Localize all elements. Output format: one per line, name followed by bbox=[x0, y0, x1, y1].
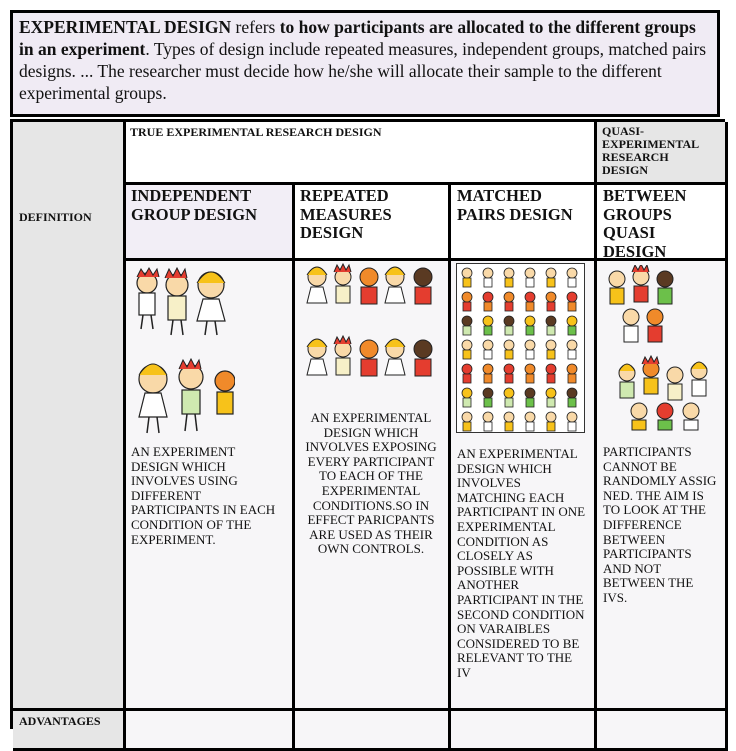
matched-child-figure bbox=[461, 267, 473, 288]
definition-cell-between: PARTICIPANTS CANNOT BE RANDOMLY ASSIG NE… bbox=[597, 261, 728, 711]
children-groups-illustration bbox=[605, 265, 717, 433]
matched-child-figure bbox=[461, 411, 473, 432]
same-children-repeated-illustration bbox=[303, 263, 439, 398]
column-title-matched: MATCHED PAIRS DESIGN bbox=[457, 186, 573, 224]
row-label-advantages: ADVANTAGES bbox=[19, 714, 101, 728]
matched-child-figure bbox=[461, 291, 473, 312]
kids-row-top bbox=[136, 266, 226, 336]
kids-row-bottom bbox=[138, 357, 235, 434]
row-label-advantages-cell: ADVANTAGES bbox=[13, 711, 126, 751]
matched-child-figure bbox=[482, 339, 494, 360]
definition-cell-repeated: AN EXPERIMENTAL DESIGN WHICH INVOLVES EX… bbox=[295, 261, 451, 711]
matched-child-figure bbox=[482, 387, 494, 408]
kids-repeat-group-1 bbox=[306, 263, 433, 305]
matched-child-figure bbox=[566, 267, 578, 288]
matched-child-figure bbox=[545, 315, 557, 336]
quasi-experimental-header: QUASI-EXPERIMENTAL RESEARCH DESIGN bbox=[602, 124, 699, 177]
column-title-cell-between: BETWEEN GROUPS QUASI DESIGN bbox=[597, 185, 728, 261]
intro-bold-definition: to how participants are allocated to the… bbox=[19, 17, 696, 59]
definition-text-between: PARTICIPANTS CANNOT BE RANDOMLY ASSIG NE… bbox=[603, 444, 717, 605]
row-label-definition-cell: DEFINITION bbox=[13, 122, 126, 711]
definition-cell-matched: AN EXPERIMENTAL DESIGN WHICH INVOLVES MA… bbox=[451, 261, 597, 711]
intro-term: EXPERIMENTAL DESIGN bbox=[19, 17, 232, 37]
kids-repeat-group-2 bbox=[306, 334, 433, 377]
matched-child-figure bbox=[545, 363, 557, 384]
matched-child-figure bbox=[482, 267, 494, 288]
matched-child-figure bbox=[524, 363, 536, 384]
matched-child-figure bbox=[566, 411, 578, 432]
matched-child-figure bbox=[503, 339, 515, 360]
definition-text-independent: AN EXPERIMENT DESIGN WHICH INVOLVES USIN… bbox=[131, 444, 276, 547]
kids-group-top bbox=[608, 265, 674, 343]
matched-child-figure bbox=[545, 411, 557, 432]
advantages-cell-repeated bbox=[295, 711, 451, 751]
column-title-between: BETWEEN GROUPS QUASI DESIGN bbox=[603, 186, 687, 261]
column-title-cell-independent: INDEPENDENT GROUP DESIGN bbox=[126, 185, 295, 261]
true-experimental-header-cell: TRUE EXPERIMENTAL RESEARCH DESIGN bbox=[126, 122, 597, 185]
advantages-cell-independent bbox=[126, 711, 295, 751]
matched-child-figure bbox=[524, 411, 536, 432]
matched-child-figure bbox=[482, 411, 494, 432]
matched-children-grid-illustration bbox=[456, 263, 585, 433]
matched-child-figure bbox=[482, 315, 494, 336]
matched-child-figure bbox=[566, 291, 578, 312]
matched-child-figure bbox=[524, 315, 536, 336]
advantages-cell-matched bbox=[451, 711, 597, 751]
design-table: DEFINITION TRUE EXPERIMENTAL RESEARCH DE… bbox=[10, 119, 728, 751]
matched-child-figure bbox=[524, 387, 536, 408]
intro-refers: refers bbox=[231, 17, 280, 37]
column-title-cell-repeated: REPEATED MEASURES DESIGN bbox=[295, 185, 451, 261]
matched-child-figure bbox=[503, 315, 515, 336]
matched-child-figure bbox=[461, 387, 473, 408]
children-holding-hands-illustration bbox=[131, 263, 235, 443]
matched-child-figure bbox=[482, 291, 494, 312]
matched-child-figure bbox=[545, 267, 557, 288]
matched-child-figure bbox=[545, 387, 557, 408]
matched-child-figure bbox=[566, 339, 578, 360]
column-title-repeated: REPEATED MEASURES DESIGN bbox=[300, 186, 392, 242]
column-title-independent: INDEPENDENT GROUP DESIGN bbox=[131, 186, 258, 224]
intro-rest: . Types of design include repeated measu… bbox=[19, 39, 707, 103]
matched-child-figure bbox=[482, 363, 494, 384]
matched-child-figure bbox=[545, 339, 557, 360]
column-title-cell-matched: MATCHED PAIRS DESIGN bbox=[451, 185, 597, 261]
matched-child-figure bbox=[461, 363, 473, 384]
row-label-definition: DEFINITION bbox=[19, 210, 92, 224]
definition-text-repeated: AN EXPERIMENTAL DESIGN WHICH INVOLVES EX… bbox=[305, 410, 437, 557]
definition-cell-independent: AN EXPERIMENT DESIGN WHICH INVOLVES USIN… bbox=[126, 261, 295, 711]
intro-paragraph: EXPERIMENTAL DESIGN refers to how partic… bbox=[10, 10, 720, 117]
matched-child-figure bbox=[524, 291, 536, 312]
matched-child-figure bbox=[503, 411, 515, 432]
matched-child-figure bbox=[524, 267, 536, 288]
quasi-experimental-header-cell: QUASI-EXPERIMENTAL RESEARCH DESIGN bbox=[597, 122, 728, 185]
advantages-cell-between bbox=[597, 711, 728, 751]
true-experimental-header: TRUE EXPERIMENTAL RESEARCH DESIGN bbox=[130, 125, 382, 139]
matched-child-figure bbox=[503, 363, 515, 384]
kids-group-bottom bbox=[618, 354, 708, 431]
matched-child-figure bbox=[503, 291, 515, 312]
matched-child-figure bbox=[503, 267, 515, 288]
matched-child-figure bbox=[461, 339, 473, 360]
matched-child-figure bbox=[545, 291, 557, 312]
definition-text-matched: AN EXPERIMENTAL DESIGN WHICH INVOLVES MA… bbox=[457, 446, 586, 680]
matched-child-figure bbox=[566, 315, 578, 336]
matched-child-figure bbox=[461, 315, 473, 336]
matched-child-figure bbox=[503, 387, 515, 408]
matched-child-figure bbox=[524, 339, 536, 360]
matched-child-figure bbox=[566, 363, 578, 384]
matched-child-figure bbox=[566, 387, 578, 408]
